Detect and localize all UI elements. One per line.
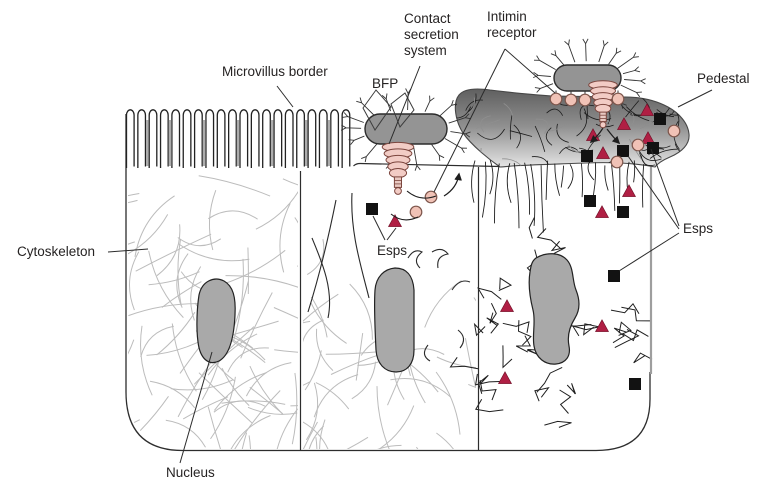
bfp-bundles — [362, 89, 415, 131]
label-contact-secretion-system: Contact secretion system — [404, 11, 459, 58]
leader-esps-mid-a — [372, 215, 386, 241]
esp-square-marker — [584, 195, 596, 207]
esp-square-marker — [608, 270, 620, 282]
bfp-loop-1 — [362, 89, 392, 131]
label-microvillus-border: Microvillus border — [222, 64, 328, 79]
esp-square-marker — [617, 145, 629, 157]
microvillus-border — [125, 109, 351, 168]
bacterium-2-pili — [533, 38, 646, 109]
secretion-trail-2 — [390, 213, 419, 221]
label-bfp: BFP — [372, 76, 399, 91]
intimin-receptor-circle — [549, 92, 563, 106]
bfp-loop-2 — [390, 92, 415, 128]
label-esps-right: Esps — [683, 221, 714, 236]
esp-triangle-marker — [639, 103, 655, 116]
esp-circle-marker — [409, 205, 423, 219]
bacterium-1 — [340, 88, 471, 171]
label-nucleus: Nucleus — [166, 465, 215, 480]
esp-square-marker — [366, 203, 378, 215]
esp-effector-markers — [366, 103, 681, 390]
esp-triangle-marker — [616, 117, 632, 130]
intimin-receptor-circle — [578, 93, 592, 107]
nucleus-cell2 — [373, 267, 415, 373]
leader-esps-right-b — [627, 155, 680, 230]
leader-esps-right-c — [618, 232, 680, 272]
cytoskeleton-mesh-cell1 — [128, 175, 298, 449]
rearranged-actin-cell3 — [449, 217, 653, 428]
leader-esps-mid-b — [386, 227, 397, 241]
label-cytoskeleton: Cytoskeleton — [17, 244, 96, 259]
pedestal — [454, 88, 690, 168]
leader-esps-right-a — [650, 148, 680, 227]
esp-triangle-marker — [387, 214, 403, 227]
nucleus-cell3 — [528, 253, 580, 365]
esp-triangle-marker — [594, 319, 610, 332]
esp-triangle-marker — [497, 371, 513, 384]
epithelium-outline — [125, 114, 651, 452]
esp-square-marker — [654, 113, 666, 125]
cytoskeleton-mesh-cell2 — [303, 238, 476, 449]
pedestal-arrow-left — [589, 127, 604, 144]
esp-triangle-marker — [621, 184, 637, 197]
leader-contact-secretion — [388, 65, 421, 145]
esp-triangle-marker — [499, 299, 515, 312]
leader-microvillus — [276, 85, 294, 108]
esp-circle-marker — [631, 138, 645, 152]
esp-square-marker — [647, 142, 659, 154]
esp-triangle-marker — [595, 146, 611, 159]
leader-nucleus — [179, 351, 213, 464]
esp-square-marker — [581, 150, 593, 162]
leader-lines — [107, 48, 713, 464]
esp-square-marker — [629, 378, 641, 390]
effaced-membrane — [353, 162, 501, 168]
secretion-trail-1 — [406, 190, 437, 199]
esp-square-marker — [617, 206, 629, 218]
leader-cytoskeleton — [107, 248, 149, 253]
leader-pedestal — [677, 89, 713, 108]
translocation-arrows — [390, 127, 621, 221]
label-esps-mid: Esps — [377, 243, 408, 258]
translocation-arrow-cell2 — [443, 172, 462, 197]
label-intimin-receptor: Intimin receptor — [487, 9, 537, 40]
pedestal-arrow-right — [606, 128, 621, 145]
contact-secretion-system-1 — [381, 141, 415, 195]
esp-circle-marker — [667, 124, 681, 138]
label-pedestal: Pedestal — [697, 71, 750, 86]
intimin-receptor-circles — [549, 90, 625, 107]
pedestal-dangling-filaments — [471, 159, 645, 233]
intimin-receptor-circle — [611, 92, 625, 106]
esp-triangle-marker — [594, 205, 610, 218]
leader-intimin-a — [504, 48, 556, 94]
nucleus-cell1 — [196, 278, 236, 364]
intimin-receptor-circle — [564, 93, 578, 107]
esp-circle-marker — [610, 155, 624, 169]
leader-intimin-b — [433, 48, 506, 193]
contact-secretion-system-2 — [588, 80, 618, 129]
